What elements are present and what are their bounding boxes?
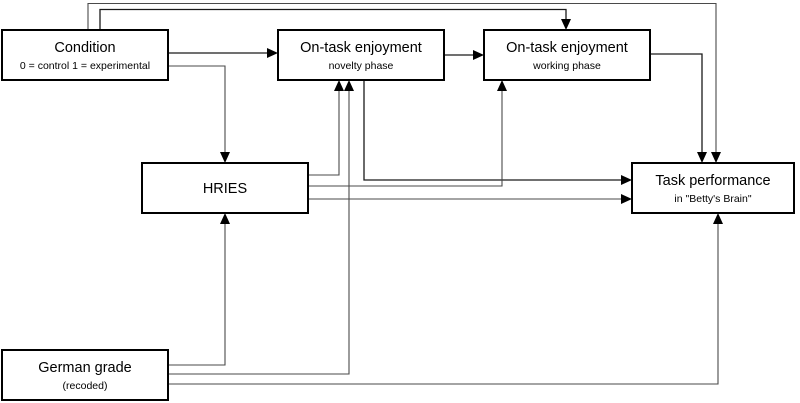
edge-condition-to-hries [168, 65, 230, 163]
edge-condition-to-enjoyment-novelty [168, 48, 278, 58]
node-task-performance[interactable]: Task performance in "Betty's Brain" [630, 161, 796, 215]
node-hries-title: HRIES [203, 181, 247, 197]
node-german-grade[interactable]: German grade (recoded) [0, 348, 170, 402]
node-hries-box[interactable] [140, 161, 310, 215]
edge-condition-to-enjoyment-working [99, 8, 571, 30]
node-condition-box[interactable] [0, 28, 170, 82]
node-task-performance-subtitle: in "Betty's Brain" [674, 193, 751, 205]
node-german-grade-box[interactable] [0, 348, 170, 402]
edge-hries-to-enjoyment-novelty [308, 80, 344, 176]
node-enjoyment-working[interactable]: On-task enjoyment working phase [482, 28, 652, 82]
node-enjoyment-novelty[interactable]: On-task enjoyment novelty phase [276, 28, 446, 82]
node-task-performance-box[interactable] [630, 161, 796, 215]
edge-german-grade-to-enjoyment-novelty [168, 80, 354, 375]
edge-layer [87, 2, 723, 385]
node-enjoyment-novelty-box[interactable] [276, 28, 446, 82]
node-enjoyment-novelty-subtitle: novelty phase [329, 60, 394, 72]
node-enjoyment-working-subtitle: working phase [532, 60, 601, 72]
edge-enjoyment-novelty-to-task-performance [363, 80, 632, 185]
edge-enjoyment-novelty-to-enjoyment-working [444, 50, 484, 60]
node-german-grade-title: German grade [38, 360, 132, 376]
edge-hries-to-enjoyment-working [308, 80, 507, 187]
edge-hries-to-task-performance [308, 194, 632, 204]
edge-german-grade-to-hries [168, 213, 230, 366]
edge-condition-to-task-performance [87, 2, 721, 163]
node-condition[interactable]: Condition 0 = control 1 = experimental [0, 28, 170, 82]
node-enjoyment-working-title: On-task enjoyment [506, 40, 628, 56]
node-enjoyment-novelty-title: On-task enjoyment [300, 40, 422, 56]
edge-enjoyment-working-to-task-performance [650, 53, 707, 163]
node-enjoyment-working-box[interactable] [482, 28, 652, 82]
node-german-grade-subtitle: (recoded) [63, 380, 108, 392]
node-condition-subtitle: 0 = control 1 = experimental [20, 60, 150, 72]
node-hries[interactable]: HRIES [140, 161, 310, 215]
node-condition-title: Condition [54, 40, 115, 56]
node-task-performance-title: Task performance [655, 173, 770, 189]
edge-german-grade-to-task-performance [168, 213, 723, 385]
